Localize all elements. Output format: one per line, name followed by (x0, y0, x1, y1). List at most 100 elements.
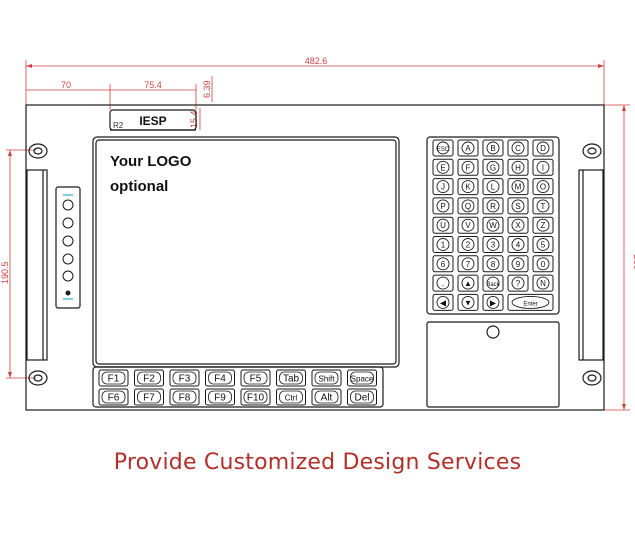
dim-hole-spacing: 190.5 (0, 261, 10, 284)
function-key-f2[interactable]: F2 (134, 369, 164, 387)
keypad-key-8[interactable]: 8 (482, 255, 504, 273)
keypad-key-u[interactable]: U (432, 216, 454, 234)
keypad-key-2[interactable]: 2 (457, 236, 479, 253)
keypad-key-e[interactable]: E (432, 158, 454, 176)
dim-left-offset: 70 (61, 80, 71, 90)
function-key-f10[interactable]: F10 (240, 388, 271, 406)
keypad-key-label: K (465, 183, 471, 192)
led-indicator-dot (65, 290, 71, 296)
keypad-key-label: Z (541, 221, 546, 230)
function-key-label: F9 (214, 393, 226, 404)
function-key-f4[interactable]: F4 (205, 369, 235, 387)
keypad-key-k[interactable]: K (457, 178, 479, 196)
function-key-label: F7 (143, 393, 155, 404)
function-key-f6[interactable]: F6 (98, 388, 129, 406)
keypad-key-right[interactable]: ▶ (482, 293, 504, 311)
keypad-key-6[interactable]: 6 (432, 255, 454, 273)
keypad-key-5[interactable]: 5 (532, 236, 554, 253)
keypad-key-label: 5 (541, 241, 546, 250)
keypad-key-1[interactable]: 1 (432, 236, 454, 253)
function-key-label: F5 (250, 374, 262, 385)
led-indicator (62, 270, 74, 282)
keypad-key-x[interactable]: X (507, 216, 529, 234)
function-key-alt[interactable]: Alt (311, 388, 342, 406)
function-key-label: F1 (108, 374, 120, 385)
dim-logo-top-gap: 6.39 (202, 80, 212, 98)
function-key-label: F8 (179, 393, 191, 404)
keypad-key-down[interactable]: ▼ (457, 293, 479, 311)
keypad-key-n[interactable]: N (532, 274, 554, 292)
function-key-del[interactable]: Del (347, 388, 377, 406)
function-key-label: Del (354, 393, 369, 404)
keypad-key-label: ESC (437, 147, 450, 153)
keypad-key-back[interactable]: Back (482, 274, 504, 292)
keypad-key-m[interactable]: M (507, 178, 529, 196)
keypad-key-4[interactable]: 4 (507, 236, 529, 253)
dim-corner-radius: R2 (113, 121, 124, 130)
keypad-key-label: 0 (541, 260, 546, 269)
screen-logo-line2: optional (110, 178, 168, 195)
led-indicator (62, 235, 74, 247)
keypad-key-f[interactable]: F (457, 158, 479, 176)
keypad-key-label: ▼ (464, 298, 472, 307)
keypad-key-i[interactable]: I (532, 158, 554, 176)
function-key-f9[interactable]: F9 (205, 388, 235, 406)
function-key-f5[interactable]: F5 (240, 369, 271, 387)
keypad-key-left[interactable]: ◀ (432, 293, 454, 311)
keypad-key-3[interactable]: 3 (482, 236, 504, 253)
keypad-key-7[interactable]: 7 (457, 255, 479, 273)
keypad-key-label: 6 (441, 260, 446, 269)
keypad-key-o[interactable]: O (532, 178, 554, 196)
keypad-key-label: B (490, 144, 495, 153)
keypad-key-g[interactable]: G (482, 158, 504, 176)
keypad-key-label: . (442, 279, 444, 288)
keypad-key-d[interactable]: D (532, 139, 554, 157)
keypad-key-enter[interactable]: Enter (507, 293, 554, 311)
keypad-key-label: 1 (441, 241, 446, 250)
keypad-key-label: O (540, 183, 546, 192)
keypad-key-r[interactable]: R (482, 197, 504, 215)
keypad-key-label: N (540, 279, 546, 288)
keypad-key-label: J (441, 183, 445, 192)
keypad-key-h[interactable]: H (507, 158, 529, 176)
function-key-tab[interactable]: Tab (276, 369, 306, 387)
keypad-key-c[interactable]: C (507, 139, 529, 157)
keypad-key-p[interactable]: P (432, 197, 454, 215)
keypad-key-label: F (466, 163, 471, 172)
screen-logo-line1: Your LOGO (110, 153, 192, 170)
keypad-key-w[interactable]: W (482, 216, 504, 234)
keypad-key-label: G (490, 163, 496, 172)
keypad-key-label: 9 (516, 260, 521, 269)
keypad-key-0[interactable]: 0 (532, 255, 554, 273)
keypad-key-z[interactable]: Z (532, 216, 554, 234)
function-key-label: Ctrl (285, 394, 298, 403)
keypad-key-label: W (489, 221, 497, 230)
keypad-key-up[interactable]: ▲ (457, 274, 479, 292)
keypad-key-label: D (540, 144, 546, 153)
keypad-key-label: M (515, 183, 522, 192)
keypad-key-t[interactable]: T (532, 197, 554, 215)
keypad-key-s[interactable]: S (507, 197, 529, 215)
keypad-key-q[interactable]: Q (457, 197, 479, 215)
led-indicator (62, 217, 74, 229)
keypad-key-9[interactable]: 9 (507, 255, 529, 273)
keypad-key-dot[interactable]: . (432, 274, 454, 292)
keypad-key-a[interactable]: A (457, 139, 479, 157)
keypad-key-question[interactable]: ? (507, 274, 529, 292)
keypad-key-label: A (465, 144, 471, 153)
keypad-key-j[interactable]: J (432, 178, 454, 196)
function-key-shift[interactable]: Shift (311, 369, 342, 387)
keypad-key-b[interactable]: B (482, 139, 504, 157)
function-key-ctrl[interactable]: Ctrl (276, 388, 306, 406)
keypad-key-label: ▲ (464, 279, 472, 288)
function-key-space[interactable]: Space (347, 369, 377, 387)
keypad-key-l[interactable]: L (482, 178, 504, 196)
caption-text: Provide Customized Design Services (113, 450, 522, 475)
keypad-key-esc[interactable]: ESC (432, 139, 454, 157)
function-key-f8[interactable]: F8 (169, 388, 200, 406)
function-key-f3[interactable]: F3 (169, 369, 200, 387)
keypad-key-v[interactable]: V (457, 216, 479, 234)
function-key-f1[interactable]: F1 (98, 369, 129, 387)
function-key-f7[interactable]: F7 (134, 388, 164, 406)
